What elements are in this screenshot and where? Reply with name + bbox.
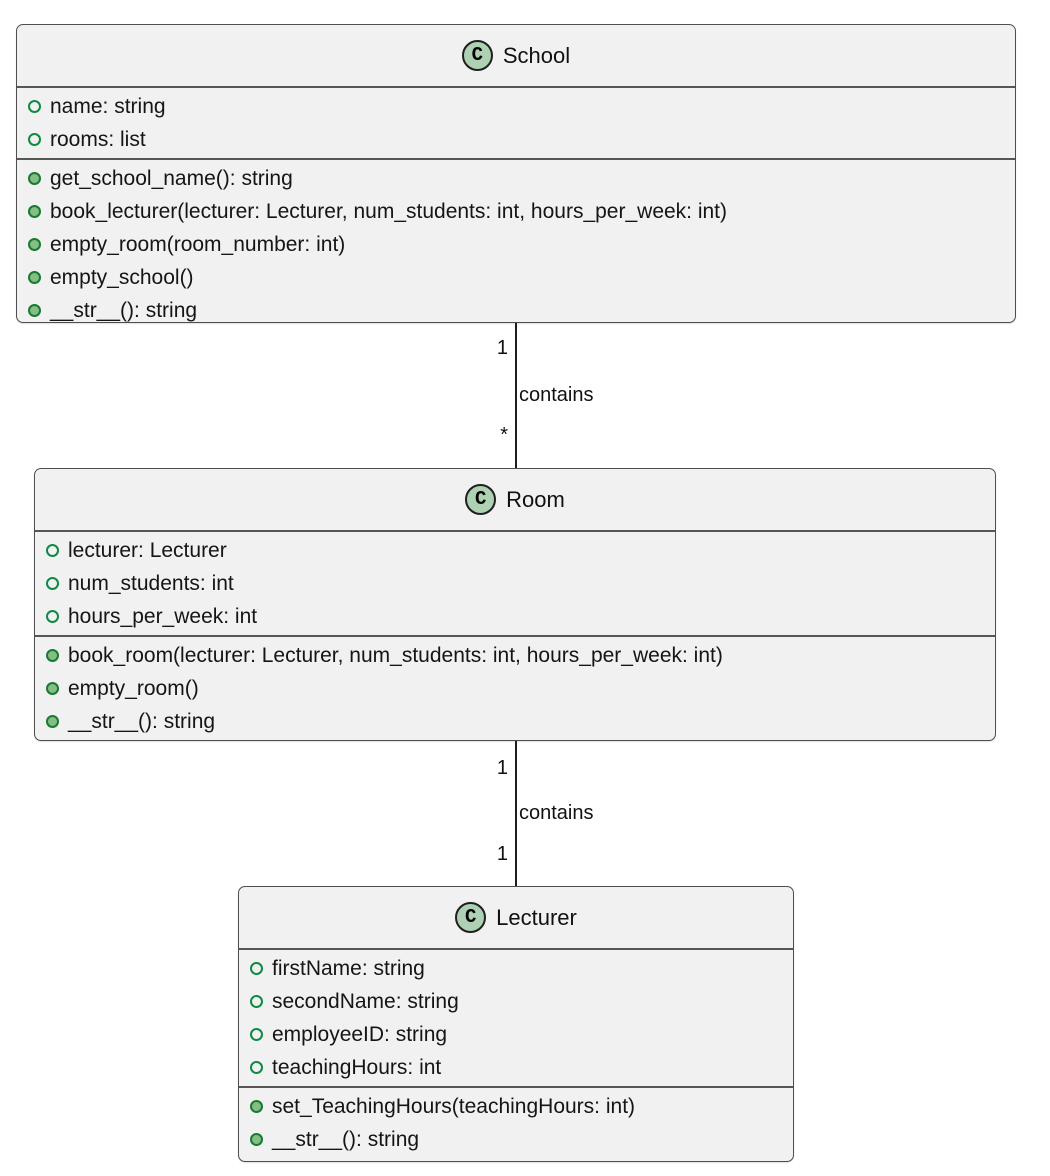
method-visibility-icon — [28, 304, 41, 317]
class-header-school: C School — [17, 25, 1015, 86]
attribute-row: teachingHours: int — [250, 1051, 782, 1084]
class-box-lecturer: C Lecturer firstName: string secondName:… — [238, 886, 794, 1162]
class-name-school: School — [502, 42, 571, 68]
method-row: __str__(): string — [28, 294, 1004, 322]
method-visibility-icon — [46, 715, 59, 728]
method-visibility-icon — [28, 238, 41, 251]
method-visibility-icon — [250, 1133, 263, 1146]
attribute-row: employeeID: string — [250, 1018, 782, 1051]
method-visibility-icon — [28, 271, 41, 284]
methods-section-room: book_room(lecturer: Lecturer, num_studen… — [35, 635, 995, 740]
attribute-row: lecturer: Lecturer — [46, 534, 984, 567]
method-row: set_TeachingHours(teachingHours: int) — [250, 1090, 782, 1123]
method-visibility-icon — [250, 1100, 263, 1113]
multiplicity-room-end: * — [500, 424, 508, 446]
method-row: book_lecturer(lecturer: Lecturer, num_st… — [28, 195, 1004, 228]
attribute-row: firstName: string — [250, 952, 782, 985]
class-box-room: C Room lecturer: Lecturer num_students: … — [34, 468, 996, 741]
field-visibility-icon — [250, 995, 263, 1008]
field-visibility-icon — [250, 962, 263, 975]
association-line-school-room — [515, 323, 517, 468]
field-visibility-icon — [46, 577, 59, 590]
method-visibility-icon — [28, 172, 41, 185]
association-label-contains: contains — [519, 384, 594, 406]
method-row: empty_room() — [46, 672, 984, 705]
attribute-row: rooms: list — [28, 123, 1004, 156]
field-visibility-icon — [250, 1028, 263, 1041]
multiplicity-school-end: 1 — [496, 337, 508, 359]
methods-section-school: get_school_name(): string book_lecturer(… — [17, 158, 1015, 322]
field-visibility-icon — [250, 1061, 263, 1074]
class-name-lecturer: Lecturer — [496, 904, 577, 930]
field-visibility-icon — [46, 544, 59, 557]
attributes-section-school: name: string rooms: list — [17, 86, 1015, 158]
attribute-row: secondName: string — [250, 985, 782, 1018]
method-visibility-icon — [46, 649, 59, 662]
attribute-row: num_students: int — [46, 567, 984, 600]
class-stereotype-icon: C — [455, 902, 487, 933]
method-row: empty_room(room_number: int) — [28, 228, 1004, 261]
field-visibility-icon — [28, 133, 41, 146]
attributes-section-room: lecturer: Lecturer num_students: int hou… — [35, 530, 995, 635]
method-row: empty_school() — [28, 261, 1004, 294]
class-stereotype-icon: C — [465, 484, 497, 515]
methods-section-lecturer: set_TeachingHours(teachingHours: int) __… — [239, 1086, 793, 1158]
method-row: book_room(lecturer: Lecturer, num_studen… — [46, 639, 984, 672]
field-visibility-icon — [46, 610, 59, 623]
class-stereotype-icon: C — [461, 40, 493, 71]
association-label-contains: contains — [519, 802, 594, 824]
method-visibility-icon — [46, 682, 59, 695]
method-row: __str__(): string — [250, 1123, 782, 1156]
class-header-lecturer: C Lecturer — [239, 887, 793, 948]
multiplicity-room-end: 1 — [496, 757, 508, 779]
attribute-row: hours_per_week: int — [46, 600, 984, 633]
method-visibility-icon — [28, 205, 41, 218]
class-header-room: C Room — [35, 469, 995, 530]
method-row: get_school_name(): string — [28, 162, 1004, 195]
class-name-room: Room — [506, 486, 565, 512]
attribute-row: name: string — [28, 90, 1004, 123]
field-visibility-icon — [28, 100, 41, 113]
multiplicity-lecturer-end: 1 — [496, 843, 508, 865]
association-line-room-lecturer — [515, 741, 517, 886]
attributes-section-lecturer: firstName: string secondName: string emp… — [239, 948, 793, 1086]
method-row: __str__(): string — [46, 705, 984, 738]
class-box-school: C School name: string rooms: list get_sc… — [16, 24, 1016, 323]
